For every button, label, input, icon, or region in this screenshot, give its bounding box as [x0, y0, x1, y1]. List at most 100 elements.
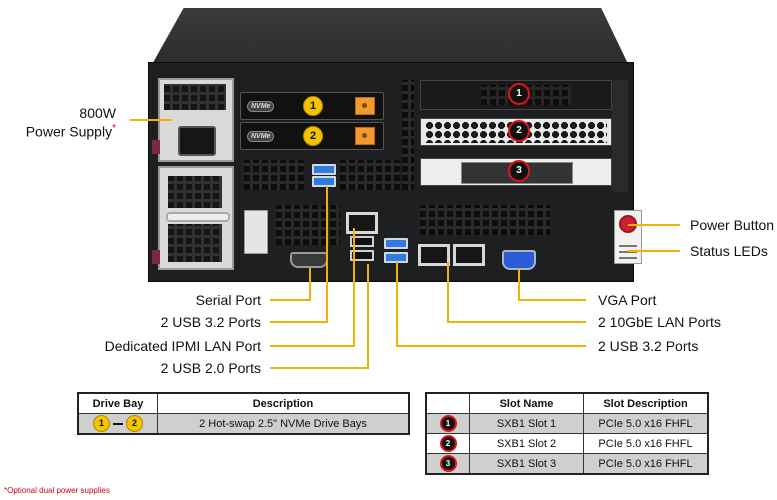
usb20-port[interactable]: [350, 236, 374, 247]
label-usb32-right: 2 USB 3.2 Ports: [598, 338, 699, 354]
psu-release-tab[interactable]: [152, 140, 160, 154]
front-control-panel: [614, 210, 642, 264]
slot-name: SXB1 Slot 2: [469, 433, 584, 454]
slot-description: PCIe 5.0 x16 FHFL: [583, 413, 709, 434]
slot-name: SXB1 Slot 3: [469, 453, 584, 475]
table-row: 3 SXB1 Slot 3 PCIe 5.0 x16 FHFL: [425, 453, 709, 475]
slot-badge-cell: 1: [425, 413, 470, 434]
usb32-port[interactable]: [312, 164, 336, 175]
slot-badge-3: 3: [508, 160, 530, 182]
ac-inlet: [178, 126, 216, 156]
table-header: Description: [157, 392, 410, 414]
label-power-supply-wattage: 800W: [79, 105, 116, 121]
center-vent: [402, 80, 414, 190]
pcie-slot-2: 2: [420, 118, 612, 146]
callout-line-usb20: [270, 367, 368, 369]
usb32-port[interactable]: [384, 238, 408, 249]
mounting-bracket: [244, 210, 268, 254]
10gbe-lan-port[interactable]: [418, 244, 450, 266]
slot-table: Slot Name Slot Description 1 SXB1 Slot 1…: [425, 392, 709, 475]
label-vga-port: VGA Port: [598, 292, 657, 308]
label-serial-port: Serial Port: [195, 292, 261, 308]
drive-latch[interactable]: [355, 127, 375, 145]
drive-badge-1: 1: [303, 96, 323, 116]
io-vent: [276, 205, 340, 245]
usb32-port[interactable]: [312, 176, 336, 187]
serial-port[interactable]: [290, 252, 328, 268]
table-header: Drive Bay: [77, 392, 158, 414]
callout-line-vga-vertical: [518, 268, 520, 301]
chassis-top-cover: [150, 8, 630, 68]
table-header: Slot Name: [469, 392, 584, 414]
drive-latch[interactable]: [355, 97, 375, 115]
slot-name: SXB1 Slot 1: [469, 413, 584, 434]
slot-badge-cell: 3: [425, 453, 470, 475]
io-vent: [420, 205, 550, 235]
vga-port[interactable]: [502, 250, 536, 270]
pcie-slot-1: 1: [420, 80, 612, 110]
callout-line-power-supply: [130, 119, 172, 121]
power-supply-blank: [158, 166, 234, 270]
table-row: 2 SXB1 Slot 2 PCIe 5.0 x16 FHFL: [425, 433, 709, 454]
slot-description: PCIe 5.0 x16 FHFL: [583, 433, 709, 454]
drive-badge: 2: [126, 415, 143, 432]
label-10gbe-lan: 2 10GbE LAN Ports: [598, 314, 721, 330]
label-usb32-left: 2 USB 3.2 Ports: [160, 314, 261, 330]
callout-line-power-button: [628, 224, 680, 226]
psu-vent-lower: [168, 224, 222, 262]
callout-line-status-leds: [628, 250, 680, 252]
callout-line-usb32-right-vertical: [396, 262, 398, 347]
callout-line-10gbe-vertical: [447, 262, 449, 323]
callout-line-serial-port-vertical: [309, 268, 311, 301]
power-supply-module: [158, 78, 234, 162]
ipmi-lan-port[interactable]: [346, 212, 378, 234]
callout-line-ipmi-lan: [270, 345, 354, 347]
10gbe-lan-port[interactable]: [453, 244, 485, 266]
slot-badge: 2: [439, 435, 457, 452]
callout-line-usb32-right: [396, 345, 586, 347]
slot-badge-1: 1: [508, 83, 530, 105]
slot-badge: 3: [439, 455, 457, 472]
nvme-label: NVMe: [247, 131, 275, 142]
chassis-side-rail: [612, 80, 628, 192]
psu-handle[interactable]: [166, 212, 230, 222]
callout-line-serial-port: [270, 299, 310, 301]
callout-line-usb20-vertical: [367, 264, 369, 369]
slot-badge: 1: [439, 415, 457, 432]
drive-description: 2 Hot-swap 2.5" NVMe Drive Bays: [157, 413, 410, 435]
table-header: [425, 392, 470, 414]
slot-description: PCIe 5.0 x16 FHFL: [583, 453, 709, 475]
callout-line-usb32-left: [270, 321, 327, 323]
label-usb20: 2 USB 2.0 Ports: [160, 360, 261, 376]
label-power-supply: Power Supply*: [26, 121, 116, 140]
io-vent: [340, 160, 400, 190]
table-row: 1 SXB1 Slot 1 PCIe 5.0 x16 FHFL: [425, 413, 709, 434]
drive-badge: 1: [93, 415, 110, 432]
table-header: Slot Description: [583, 392, 709, 414]
drive-bay-1[interactable]: NVMe 1: [240, 92, 384, 120]
drive-bay-2[interactable]: NVMe 2: [240, 122, 384, 150]
callout-line-usb32-left-vertical: [326, 186, 328, 323]
io-vent: [244, 160, 304, 190]
psu-fan-grille: [164, 84, 226, 110]
slot-badge-2: 2: [508, 120, 530, 142]
label-status-leds: Status LEDs: [690, 243, 768, 259]
psu-release-tab[interactable]: [152, 250, 160, 264]
callout-line-ipmi-lan-vertical: [353, 228, 355, 347]
footnote-marker: *: [112, 123, 116, 134]
label-power-button: Power Button: [690, 217, 775, 233]
nvme-label: NVMe: [247, 101, 275, 112]
label-power-supply-text: Power Supply: [25, 123, 113, 140]
footnote: *Optional dual power supplies: [4, 486, 110, 495]
pcie-slot-3: 3: [420, 158, 612, 186]
slot-badge-cell: 2: [425, 433, 470, 454]
drive-badge-2: 2: [303, 126, 323, 146]
label-ipmi-lan: Dedicated IPMI LAN Port: [104, 338, 261, 354]
usb20-port[interactable]: [350, 250, 374, 261]
psu-vent-upper: [168, 176, 222, 208]
callout-line-vga: [518, 299, 586, 301]
range-dash: [113, 422, 123, 425]
